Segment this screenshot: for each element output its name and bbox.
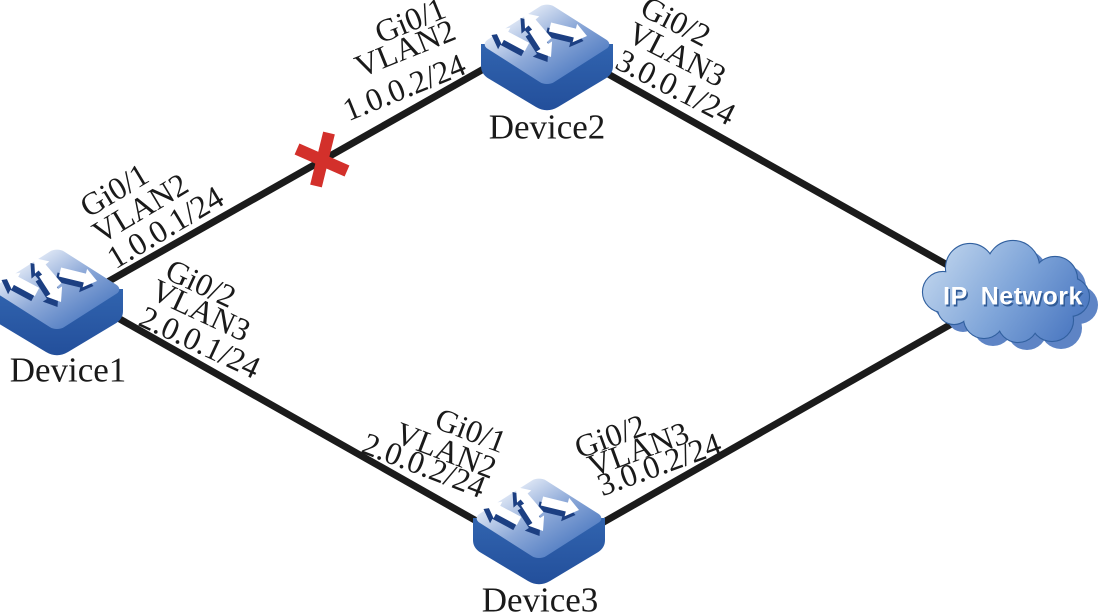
cloud-label: IP Network [943, 283, 1083, 311]
links [93, 50, 992, 544]
iface-label-d2-link1: Gi0/1 VLAN2 1.0.0.2/24 [338, 0, 471, 128]
cloud-ip-network: IP Network IP Network [921, 239, 1098, 350]
link-device3-cloud [593, 298, 992, 531]
link-device1-device2 [93, 50, 512, 293]
link-device1-device3 [93, 301, 512, 544]
device2-label: Device2 [489, 108, 606, 147]
device1-label: Device1 [10, 351, 127, 390]
cloud-body [923, 241, 1089, 342]
cloud-label-shadow-text: IP Network [945, 285, 1085, 313]
device3-label: Device3 [482, 581, 599, 614]
link-failure-cross-icon [294, 131, 350, 188]
link-device2-cloud [599, 66, 992, 293]
